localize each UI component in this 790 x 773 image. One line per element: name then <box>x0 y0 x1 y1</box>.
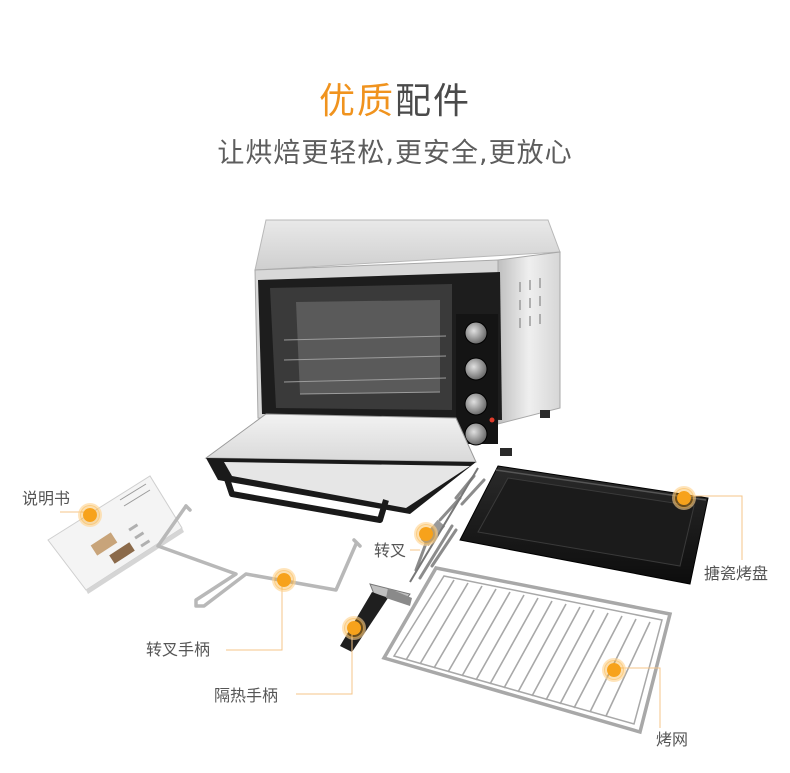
grill-rack-image <box>381 566 673 735</box>
label-grill-rack: 烤网 <box>656 730 689 749</box>
oven-image <box>204 219 561 523</box>
label-fork-handle: 转叉手柄 <box>146 640 211 659</box>
page-title: 优质配件 <box>0 78 790 126</box>
enamel-tray-image <box>459 465 709 585</box>
oven-knobs <box>464 321 495 446</box>
fork-handle-image <box>156 504 362 608</box>
label-rotisserie-fork: 转叉 <box>374 541 407 560</box>
title-highlight: 优质 <box>318 81 395 122</box>
rotisserie-fork-callout-icon <box>416 524 436 544</box>
grill-rack-callout-icon <box>604 660 624 680</box>
manual-callout-icon <box>80 505 100 525</box>
label-insulated-handle: 隔热手柄 <box>214 686 279 705</box>
enamel-tray-callout-icon <box>674 488 694 508</box>
label-enamel-tray: 搪瓷烤盘 <box>704 564 769 583</box>
page-subtitle: 让烘焙更轻松,更安全,更放心 <box>217 138 573 169</box>
label-manual: 说明书 <box>22 489 71 508</box>
title-rest: 配件 <box>395 81 472 122</box>
fork-handle-callout-icon <box>274 570 294 590</box>
insulated-handle-callout-icon <box>344 618 364 638</box>
